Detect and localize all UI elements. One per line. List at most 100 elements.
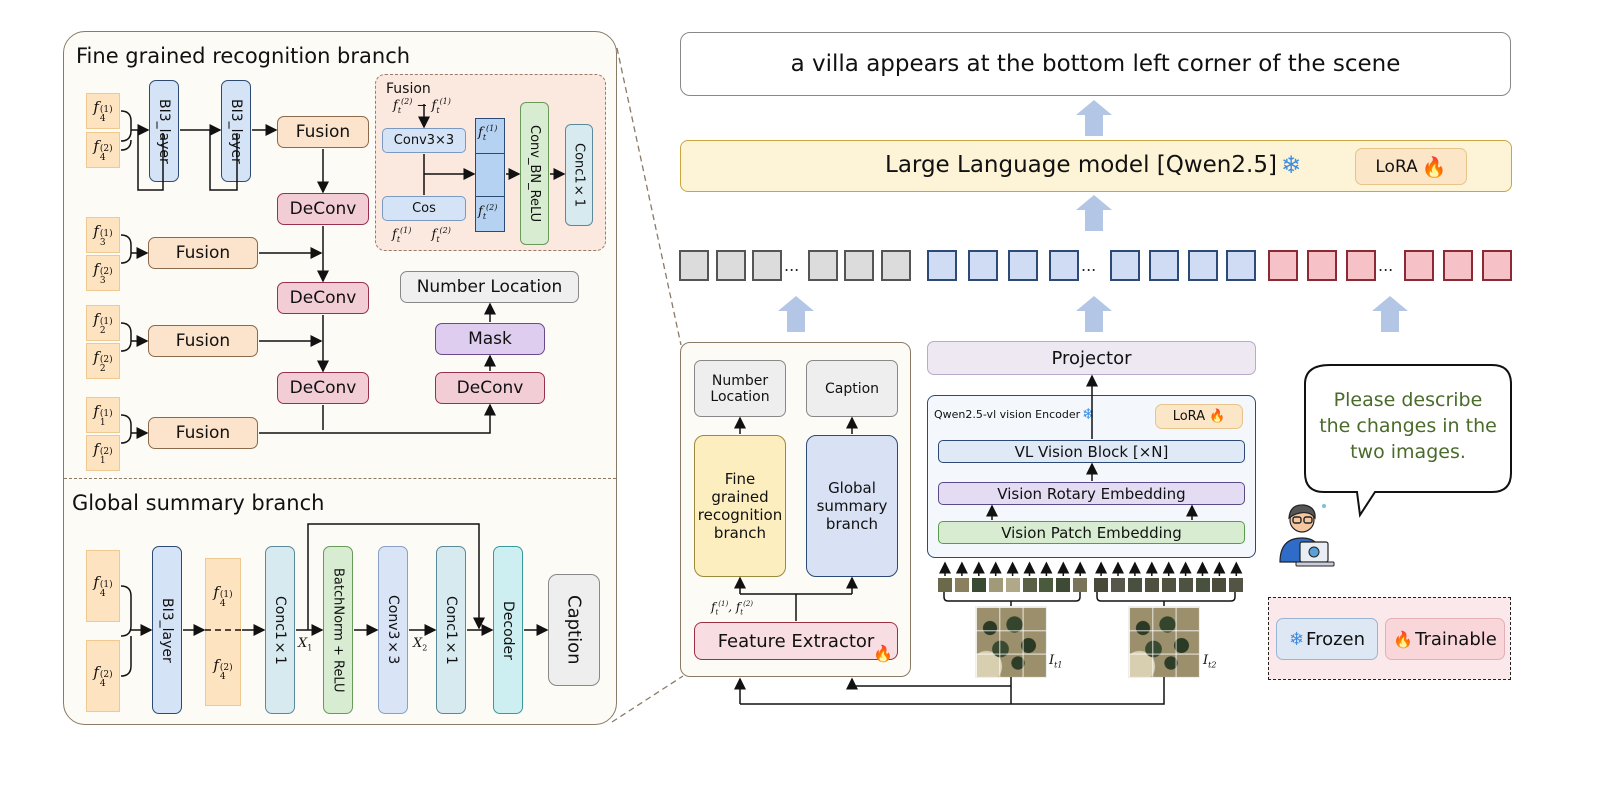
deconv-3: DeConv	[277, 372, 369, 404]
token-ellipsis: ...	[784, 256, 800, 275]
projector-box: Projector	[927, 341, 1256, 375]
up-arrow-projector-to-tokens	[1076, 296, 1112, 332]
token-gray	[808, 250, 838, 281]
global-mid-features: f(1)4 f(2)4	[205, 558, 241, 706]
stack-bottom-label: ft(2)	[478, 203, 498, 221]
legend-trainable: 🔥 Trainable	[1385, 618, 1505, 660]
feature-extractor-label: Feature Extractor	[717, 630, 875, 652]
image-patch	[1127, 578, 1142, 592]
image-t2-label: It2	[1203, 653, 1217, 670]
token-blue	[1110, 250, 1140, 281]
token-gray	[881, 250, 911, 281]
global-branch-title: Global summary branch	[72, 491, 325, 515]
cos-inputs: ft(1) ft(2)	[392, 226, 451, 244]
token-gray	[679, 250, 709, 281]
cos-box: Cos	[382, 196, 466, 221]
feature-f3-1: f(1)3	[86, 217, 120, 253]
batchnorm-relu-box: BatchNorm + ReLU	[323, 546, 353, 714]
llm-lora-badge: LoRA 🔥	[1355, 148, 1467, 185]
branch-divider	[64, 478, 616, 479]
deconv-right: DeConv	[435, 372, 545, 404]
conv3x3-box: Conv3×3	[382, 128, 466, 153]
vision-encoder-title: Qwen2.5-vl vision Encoder	[934, 407, 1081, 421]
satellite-image-t2	[1128, 606, 1200, 678]
flame-icon: 🔥	[1209, 409, 1226, 424]
conc1x1-box: Conc1×1	[565, 124, 593, 226]
flame-icon: 🔥	[873, 644, 893, 663]
up-arrow-prompt-to-tokens	[1372, 296, 1408, 332]
stack-top-label: ft(1)	[478, 124, 498, 142]
user-prompt-text: Please describe the changes in the two i…	[1319, 388, 1497, 463]
x2-label: X2	[413, 636, 428, 653]
vision-rotary-box: Vision Rotary Embedding	[938, 482, 1245, 505]
snowflake-icon: ❄	[1280, 151, 1302, 179]
module-number-location: Number Location	[694, 360, 786, 417]
global-feature-f4-1: f(1)4	[86, 550, 120, 622]
token-gray	[752, 250, 782, 281]
module-features-label: ft(1), ft(2)	[711, 600, 754, 617]
stack-divider	[475, 153, 505, 154]
token-red	[1268, 250, 1298, 281]
image-patch	[954, 578, 969, 592]
feature-f4-1: f(1)4	[86, 93, 120, 129]
feature-f3-2: f(2)3	[86, 255, 120, 291]
token-blue	[968, 250, 998, 281]
token-blue	[1188, 250, 1218, 281]
token-red	[1482, 250, 1512, 281]
vision-encoder-title-row: Qwen2.5-vl vision Encoder ❄	[934, 405, 1095, 423]
token-blue	[927, 250, 957, 281]
feature-f1-1: f(1)1	[86, 397, 120, 433]
global-bi3-layer: BI3_layer	[152, 546, 182, 714]
fine-branch-title: Fine grained recognition branch	[76, 44, 411, 68]
user-with-laptop-icon	[1279, 504, 1335, 567]
up-arrow-module-to-tokens	[778, 296, 814, 332]
number-location-output: Number Location	[400, 271, 579, 303]
legend-trainable-label: Trainable	[1415, 628, 1497, 650]
feature-f2-1: f(1)2	[86, 305, 120, 341]
image-patch	[1039, 578, 1054, 592]
token-red	[1404, 250, 1434, 281]
image-patch	[1111, 578, 1125, 592]
token-red	[1346, 250, 1376, 281]
legend-frozen-label: Frozen	[1306, 628, 1366, 650]
global-conc1x1-b: Conc1×1	[436, 546, 466, 714]
image-patch	[1161, 578, 1176, 592]
token-red	[1307, 250, 1337, 281]
vision-patch-box: Vision Patch Embedding	[938, 521, 1245, 544]
global-caption-output: Caption	[548, 574, 600, 686]
snowflake-icon: ❄	[1288, 628, 1305, 650]
token-blue	[1226, 250, 1256, 281]
flame-icon: 🔥	[1421, 154, 1447, 179]
vision-block-box: VL Vision Block [×N]	[938, 440, 1245, 463]
image-patch	[1229, 578, 1244, 592]
token-ellipsis: ...	[1081, 256, 1097, 275]
image-patch	[971, 578, 986, 592]
image-patch	[1178, 578, 1193, 592]
x1-label: X1	[298, 636, 313, 653]
feature-f2-2: f(2)2	[86, 343, 120, 379]
llm-label: Large Language model [Qwen2.5]	[885, 152, 1277, 178]
token-gray	[716, 250, 746, 281]
deconv-2: DeConv	[277, 282, 369, 314]
fusion-detail-title: Fusion	[386, 81, 431, 97]
legend-frozen: ❄ Frozen	[1276, 618, 1378, 660]
stack-divider	[475, 196, 505, 197]
fusion-3: Fusion	[148, 237, 258, 269]
satellite-image-t1	[975, 606, 1047, 678]
image-patch	[1212, 578, 1227, 592]
image-patch	[1056, 578, 1071, 592]
image-t1-label: It1	[1049, 653, 1063, 670]
generated-caption-output: a villa appears at the bottom left corne…	[680, 32, 1511, 96]
token-gray	[844, 250, 874, 281]
image-patch	[1005, 578, 1020, 592]
fusion-diff-label: ft(2) − ft(1)	[393, 97, 451, 115]
bi3-layer-2: BI3_layer	[221, 80, 251, 182]
flame-icon: 🔥	[1393, 629, 1414, 649]
image-patch	[988, 578, 1003, 592]
feature-f4-2: f(2)4	[86, 132, 120, 168]
token-blue	[1149, 250, 1179, 281]
global-conv3x3: Conv3×3	[378, 546, 408, 714]
fusion-1: Fusion	[148, 417, 258, 449]
fusion-top: Fusion	[277, 116, 369, 148]
module-fine-branch: Fine grained recognition branch	[694, 435, 786, 577]
